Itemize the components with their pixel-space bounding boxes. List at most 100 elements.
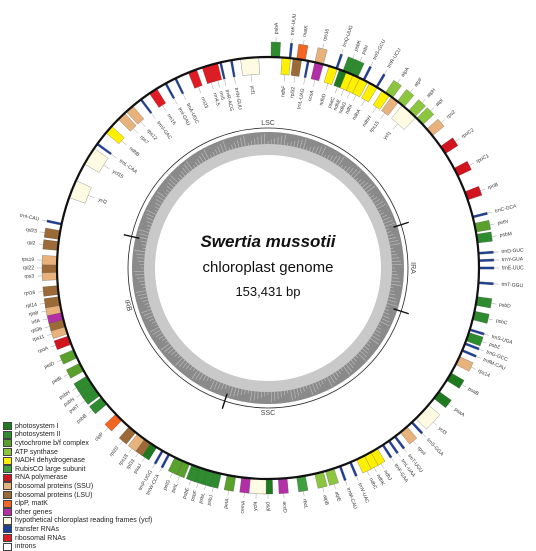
gene-leader — [103, 165, 109, 169]
legend-swatch — [3, 491, 12, 499]
gene-leader — [45, 326, 50, 327]
gene-leader — [356, 476, 358, 481]
gene-block — [376, 74, 386, 88]
gene-label: trnQ-UUG — [342, 24, 355, 47]
legend-label: ribosomal proteins (SSU) — [15, 483, 93, 490]
gene-label: trnK-UUU — [290, 13, 298, 36]
gene-leader — [81, 401, 85, 404]
gene-block — [240, 57, 259, 75]
gene-block — [394, 436, 405, 449]
gene-leader — [441, 120, 445, 123]
legend-swatch — [3, 508, 12, 516]
gene-label: rpoB — [487, 182, 500, 191]
gene-leader — [462, 384, 466, 387]
region-label: LSC — [261, 120, 275, 127]
legend-swatch — [3, 465, 12, 473]
gene-leader — [410, 88, 413, 92]
legend-label: other genes — [15, 509, 52, 516]
genome-title: Swertia mussotii — [0, 232, 536, 252]
gene-leader — [345, 480, 347, 485]
gene-leader — [251, 75, 252, 82]
legend-item: ATP synthase — [3, 448, 203, 457]
gene-label: rpl14 — [25, 302, 37, 310]
gene-leader — [303, 491, 304, 496]
gene-label: atpI — [434, 98, 444, 108]
gene-leader — [122, 141, 127, 146]
gene-label: atpA — [400, 66, 411, 78]
gene-block — [230, 60, 235, 77]
gene-block — [278, 478, 288, 494]
gene-leader — [313, 80, 315, 87]
gene-leader — [334, 484, 335, 489]
gene-label: ycf4 — [253, 501, 259, 511]
gene-leader — [353, 95, 356, 101]
legend-item: ribosomal proteins (SSU) — [3, 482, 203, 491]
gene-label: trnS-GGA — [425, 437, 445, 458]
gene-leader — [448, 404, 452, 407]
gene-leader — [341, 89, 344, 95]
gene-label: rps16 — [322, 28, 331, 42]
legend-item: RNA polymerase — [3, 474, 203, 483]
legend-label: transfer RNAs — [15, 526, 59, 533]
gene-block — [388, 440, 398, 454]
legend-item: hypothetical chloroplast reading frames … — [3, 517, 203, 526]
gene-label: accD — [281, 501, 288, 513]
legend-item: photosystem II — [3, 431, 203, 440]
legend-swatch — [3, 448, 12, 456]
gene-leader — [47, 334, 52, 335]
gene-leader — [398, 453, 401, 457]
gene-label: rpoC2 — [461, 127, 476, 140]
gene-leader — [57, 360, 62, 362]
gene-leader — [342, 50, 344, 55]
gene-leader — [362, 100, 366, 106]
legend-label: photosystem I — [15, 423, 59, 430]
gene-label: psaA — [453, 407, 466, 419]
genome-size: 153,431 bp — [0, 284, 536, 299]
legend-label: RubisCO large subunit — [15, 466, 85, 473]
legend-swatch — [3, 500, 12, 508]
gene-leader — [88, 195, 94, 198]
legend-swatch — [3, 422, 12, 430]
legend-label: photosystem II — [15, 431, 61, 438]
legend-label: hypothetical chloroplast reading frames … — [15, 517, 152, 524]
gene-label: trnL-UAG — [296, 88, 306, 110]
gene-label: rps11 — [32, 334, 46, 343]
gene-leader — [476, 356, 481, 358]
gene-leader — [455, 139, 459, 142]
gene-leader — [304, 78, 305, 85]
gene-leader — [183, 94, 186, 100]
gene-leader — [133, 128, 138, 133]
gene-label: rps14 — [477, 368, 491, 379]
gene-leader — [422, 433, 425, 437]
gene-leader — [490, 224, 495, 225]
gene-leader — [422, 99, 425, 103]
gene-label: rps4 — [416, 446, 427, 457]
gene-label: trnR-UCU — [386, 47, 403, 69]
gene-block — [240, 477, 251, 493]
gene-label: psbJ — [206, 494, 214, 506]
gene-label: psbD — [499, 302, 512, 310]
gene-leader — [228, 491, 229, 496]
gene-label: cemA — [240, 500, 247, 514]
gene-leader — [303, 40, 304, 45]
gene-label: psaI — [265, 502, 271, 511]
gene-leader — [234, 77, 235, 84]
gene-block — [289, 43, 293, 58]
gene-label: ndhA — [351, 108, 362, 122]
legend-item: ribosomal proteins (LSU) — [3, 491, 203, 500]
gene-label: atpB — [321, 494, 329, 506]
gene-block — [165, 83, 175, 99]
gene-leader — [218, 81, 220, 88]
gene-label: petD — [43, 361, 55, 371]
gene-block — [416, 405, 440, 429]
gene-leader — [72, 388, 76, 391]
gene-label: atpF — [413, 77, 424, 89]
gene-label: psbA — [273, 22, 279, 34]
gene-leader — [284, 75, 285, 82]
gene-leader — [212, 487, 213, 492]
gene-label: rbcL — [301, 499, 308, 510]
gene-block — [311, 62, 323, 81]
gene-leader — [431, 108, 435, 111]
gene-leader — [88, 410, 92, 413]
